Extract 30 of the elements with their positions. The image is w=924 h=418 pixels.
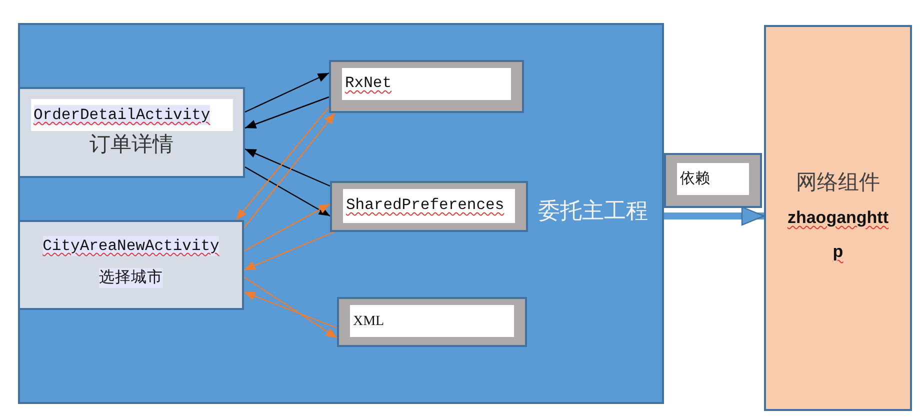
project-container	[18, 23, 664, 404]
container-title: 委托主工程	[538, 198, 648, 224]
arrow	[244, 276, 338, 338]
module-label: XML	[350, 305, 514, 337]
class-name-label: OrderDetailActivity	[30, 99, 232, 131]
component-panel	[764, 25, 912, 411]
activity-title: 选择城市	[99, 268, 163, 288]
block-arrow	[664, 206, 765, 226]
arrow	[244, 203, 330, 252]
class-name: CityAreaNewActivity	[42, 236, 220, 256]
arrow	[244, 148, 330, 187]
component-name: zhaoganghttp	[786, 207, 890, 263]
arrow	[244, 166, 330, 217]
arrow	[244, 291, 338, 329]
arrow	[244, 231, 334, 271]
arrow	[244, 112, 336, 228]
module-label: SharedPreferences	[343, 189, 515, 223]
activity-card	[18, 87, 245, 178]
dependency-box	[664, 153, 762, 208]
activity-card	[18, 220, 244, 310]
module-label: RxNet	[342, 68, 511, 100]
arrow	[244, 72, 330, 113]
module-box	[330, 181, 528, 232]
arrow	[236, 106, 330, 220]
module-box	[337, 297, 527, 347]
dependency-label: 依赖	[677, 163, 749, 195]
activity-title: 订单详情	[90, 132, 174, 158]
module-box	[329, 60, 524, 113]
arrow	[244, 96, 330, 129]
component-title: 网络组件	[796, 170, 880, 196]
